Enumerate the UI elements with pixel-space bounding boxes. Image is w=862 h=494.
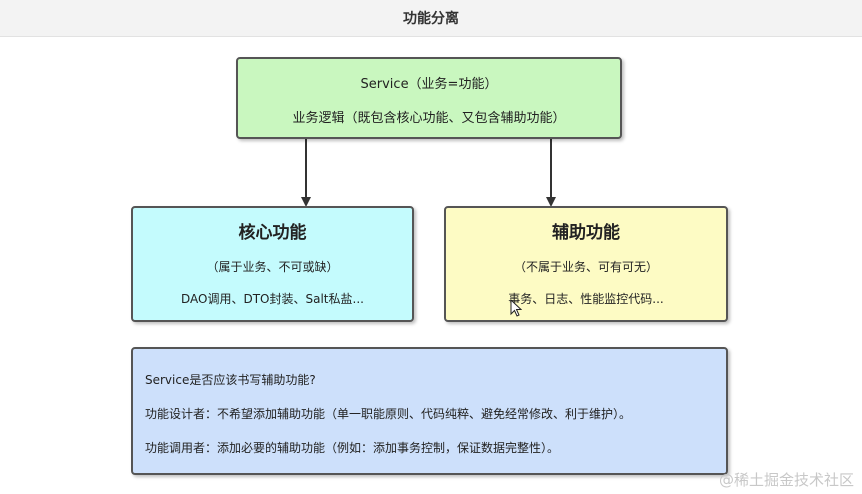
service-box: Service（业务=功能） 业务逻辑（既包含核心功能、又包含辅助功能） <box>236 57 622 139</box>
note-question: Service是否应该书写辅助功能? <box>145 373 316 387</box>
auxiliary-function-box: 辅助功能 （不属于业务、可有可无） 事务、日志、性能监控代码... <box>444 206 728 322</box>
watermark: @稀土掘金技术社区 <box>718 471 854 489</box>
core-examples: DAO调用、DTO封装、Salt私盐... <box>181 292 364 306</box>
note-box: Service是否应该书写辅助功能? 功能设计者：不希望添加辅助功能（单一职能原… <box>131 347 728 475</box>
note-designer: 功能设计者：不希望添加辅助功能（单一职能原则、代码纯粹、避免经常修改、利于维护）… <box>145 407 632 421</box>
note-caller: 功能调用者：添加必要的辅助功能（例如：添加事务控制，保证数据完整性）。 <box>145 441 560 455</box>
core-note: （属于业务、不可或缺） <box>206 260 339 274</box>
mouse-cursor-icon <box>510 299 522 317</box>
core-heading: 核心功能 <box>238 223 307 243</box>
page-title: 功能分离 <box>403 11 459 27</box>
core-function-box: 核心功能 （属于业务、不可或缺） DAO调用、DTO封装、Salt私盐... <box>131 206 414 322</box>
aux-note: （不属于业务、可有可无） <box>513 260 658 274</box>
aux-heading: 辅助功能 <box>552 223 620 243</box>
service-title: Service（业务=功能） <box>360 77 498 92</box>
title-bar: 功能分离 <box>0 0 862 37</box>
aux-examples: 事务、日志、性能监控代码... <box>508 292 664 306</box>
service-description: 业务逻辑（既包含核心功能、又包含辅助功能） <box>292 111 566 126</box>
